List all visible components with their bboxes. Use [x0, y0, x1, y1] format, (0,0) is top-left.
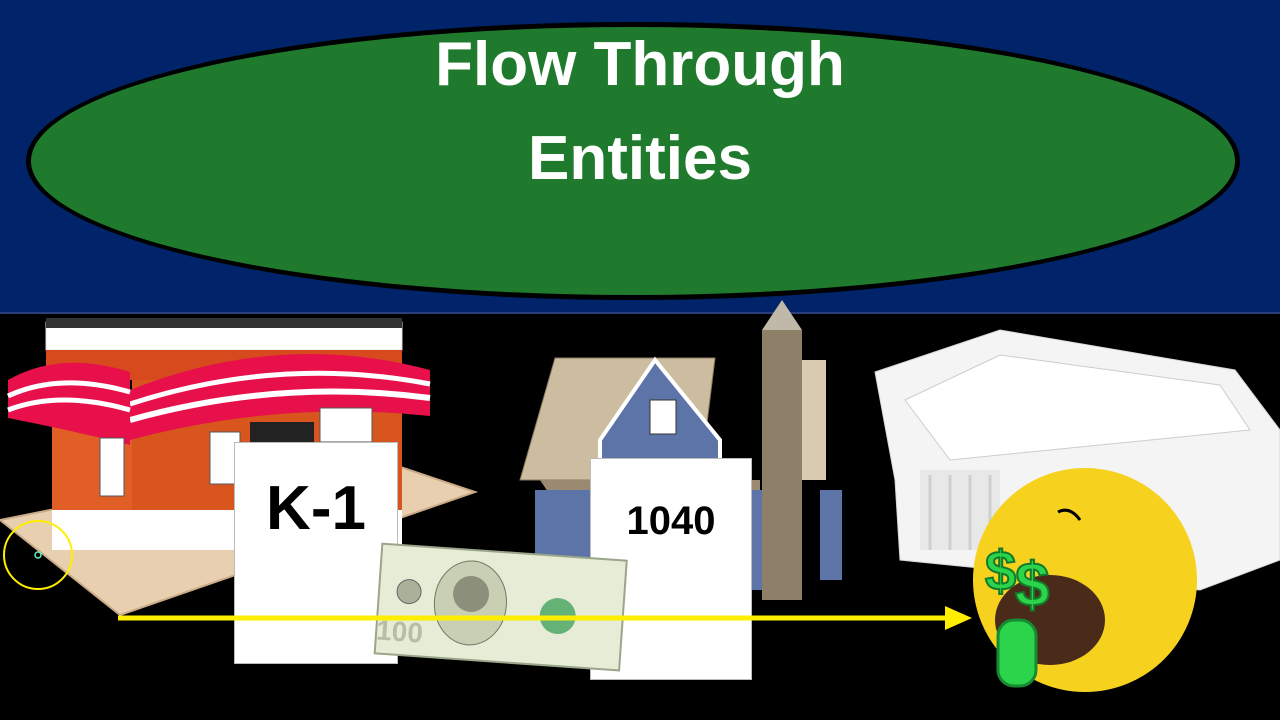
title-line-2: Entities — [528, 124, 752, 193]
flow-arrow-icon — [118, 606, 972, 630]
k1-document: K-1 — [234, 442, 398, 664]
hundred-dollar-bill-icon: 100 — [373, 542, 628, 672]
svg-text:$: $ — [1015, 551, 1049, 620]
svg-text:$: $ — [985, 539, 1016, 602]
money-mouth-emoji-icon: $ $ — [973, 468, 1197, 692]
cursor-highlight-icon — [3, 520, 73, 590]
title-line-1: Flow Through — [435, 30, 845, 99]
title-ellipse — [26, 22, 1240, 300]
